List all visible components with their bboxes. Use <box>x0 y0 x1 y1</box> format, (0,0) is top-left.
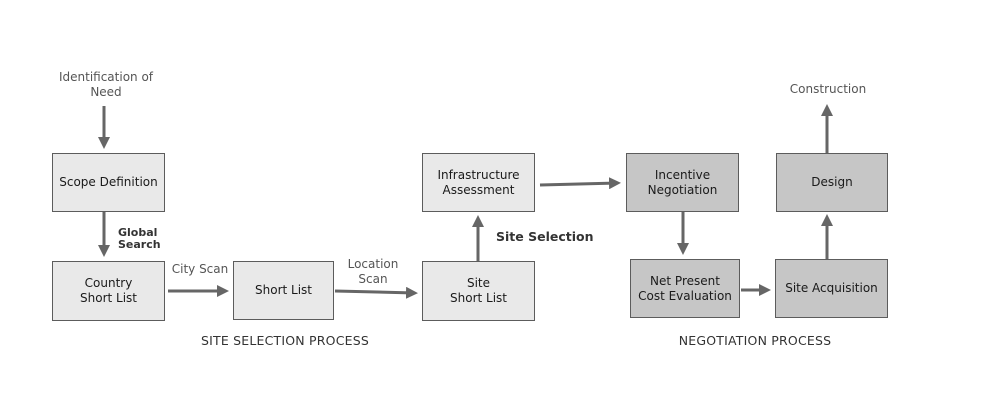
label-site-selection: Site Selection <box>496 229 594 244</box>
node-design: Design <box>776 153 888 212</box>
node-infrastructure-assessment: Infrastructure Assessment <box>422 153 535 212</box>
label-construction: Construction <box>789 82 867 96</box>
node-site-short-list: Site Short List <box>422 261 535 321</box>
arrow-shortlist-to-site <box>334 286 418 299</box>
arrow-infrastructure-to-incentive <box>539 177 621 190</box>
label-location-scan: Location Scan <box>347 257 399 286</box>
node-incentive-negotiation: Incentive Negotiation <box>626 153 739 212</box>
label-global-search: Global Search <box>118 226 161 251</box>
label-identification-of-need: Identification of Need <box>58 70 154 99</box>
section-site-selection-process: SITE SELECTION PROCESS <box>201 333 369 348</box>
node-site-acquisition: Site Acquisition <box>775 259 888 318</box>
label-city-scan: City Scan <box>171 262 229 276</box>
node-short-list: Short List <box>233 261 334 320</box>
section-negotiation-process: NEGOTIATION PROCESS <box>678 333 832 348</box>
node-country-short-list: Country Short List <box>52 261 165 321</box>
node-scope-definition: Scope Definition <box>52 153 165 212</box>
node-net-present-cost-evaluation: Net Present Cost Evaluation <box>630 259 740 318</box>
